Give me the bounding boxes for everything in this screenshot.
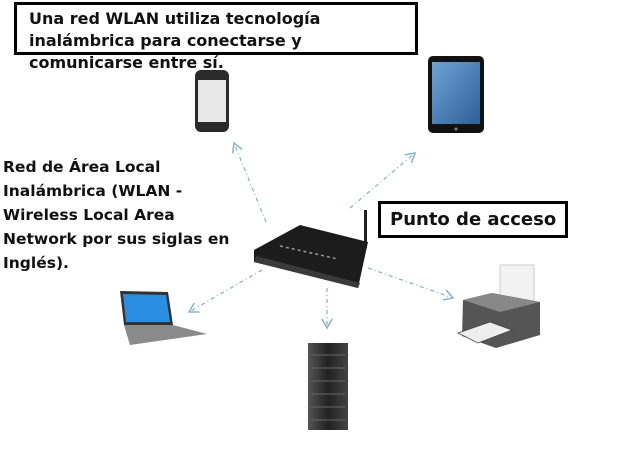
definition-line: Inalámbrica (WLAN -: [3, 182, 183, 200]
arrow-to-printer: [367, 267, 455, 301]
wlan-definition: Red de Área Local Inalámbrica (WLAN - Wi…: [3, 155, 243, 275]
definition-line: Red de Área Local: [3, 158, 161, 176]
definition-line: Wireless Local Area: [3, 206, 175, 224]
server-rack-icon: [308, 343, 348, 430]
smartphone-icon: [195, 70, 229, 132]
laptop-icon: [120, 291, 207, 345]
definition-line: Network por sus siglas en: [3, 230, 230, 248]
printer-icon: [456, 264, 540, 348]
arrow-to-phone: [231, 141, 267, 223]
caption-box: Una red WLAN utiliza tecnología inalámbr…: [14, 2, 418, 72]
router-icon: [254, 210, 368, 288]
arrow-to-laptop: [187, 269, 263, 313]
tablet-icon: [428, 56, 484, 133]
arrow-to-tablet: [349, 151, 417, 209]
access-point-label: Punto de acceso: [390, 209, 557, 230]
access-point-label-box: Punto de acceso: [378, 201, 568, 238]
caption-text: Una red WLAN utiliza tecnología inalámbr…: [29, 9, 321, 72]
definition-line: Inglés).: [3, 254, 69, 272]
